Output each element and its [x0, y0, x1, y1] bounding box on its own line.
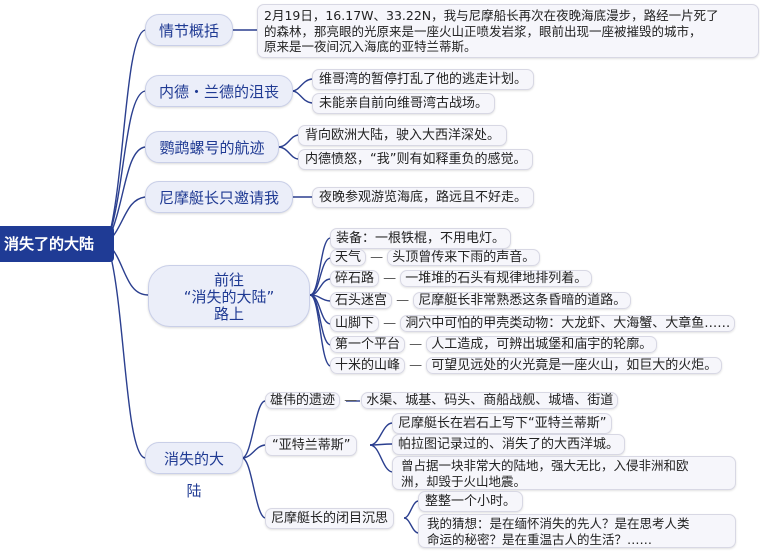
- branch-plot-summary: 情节概括: [145, 14, 233, 46]
- wire-root-nautilus: [107, 146, 146, 241]
- remains-value: 水渠、城基、码头、商船战舰、城墙、街道: [361, 392, 619, 409]
- dash-separator: —: [370, 250, 388, 265]
- plot-line-3: 原来是一夜间沉入海底的亚特兰蒂斯。: [264, 39, 477, 54]
- branch-lost-continent: 消失的大陆: [145, 442, 243, 500]
- atlantis-item-2: 帕拉图记录过的、消失了的大西洋城。: [392, 434, 626, 455]
- journey-foot-key: 山脚下: [330, 315, 380, 332]
- ned-item-1: 维哥湾的暂停打乱了他的逃走计划。: [312, 69, 535, 90]
- journey-first-platform: 第一个平台 — 人工造成，可辨出城堡和庙宇的轮廓。: [330, 335, 658, 354]
- journey-mountain-foot: 山脚下 — 洞穴中可怕的甲壳类动物：大龙虾、大海蟹、大章鱼……: [330, 314, 736, 333]
- meditation-label: 尼摩艇长的闭目沉思: [265, 508, 395, 529]
- journey-gravel-key: 碎石路: [330, 270, 380, 287]
- meditation-item-2: 我的猜想：是在缅怀消失的先人？是在思考人类 命运的秘密？是在重温古人的生活？……: [418, 514, 736, 548]
- remains-label: 雄伟的遗迹: [265, 392, 341, 409]
- plot-summary-text: 2月19日，16.17W、33.22N，我与尼摩船长再次在夜晚海底漫步，路经一片…: [257, 4, 759, 58]
- journey-equipment: 装备：一根铁棍，不用电灯。: [330, 228, 512, 249]
- dash-separator: —: [396, 293, 414, 308]
- branch-journey: 前往 “消失的大陆” 路上: [148, 265, 310, 327]
- journey-weather-value: 头顶曾传来下雨的声音。: [387, 249, 541, 266]
- branch-nautilus-track: 鹦鹉螺号的航迹: [145, 131, 279, 163]
- continent-remains: 雄伟的遗迹 — 水渠、城基、码头、商船战舰、城墙、街道: [265, 391, 619, 410]
- meditation-item-1: 整整一个小时。: [418, 491, 524, 512]
- plot-line-1: 2月19日，16.17W、33.22N，我与尼摩船长再次在夜晚海底漫步，路经一片…: [264, 8, 719, 23]
- atlantis-label: “亚特兰蒂斯”: [265, 435, 358, 456]
- branch-nemo-invite: 尼摩艇长只邀请我: [145, 181, 293, 213]
- journey-gravel-value: 一堆堆的石头有规律地排列着。: [400, 270, 593, 287]
- journey-label-line-2: “消失的大陆”: [183, 288, 275, 306]
- root-node: 消失了的大陆: [0, 226, 114, 262]
- journey-label-line-1: 前往: [213, 271, 244, 289]
- journey-peak-key: 十米的山峰: [330, 357, 406, 374]
- journey-ten-meter-peak: 十米的山峰 — 可望见远处的火光竟是一座火山，如巨大的火炬。: [330, 356, 723, 375]
- journey-label-line-3: 路上: [213, 305, 244, 323]
- plot-line-2: 的森林，那亮眼的光原来是一座火山正喷发岩浆，眼前出现一座被摧毁的城市，: [264, 23, 702, 39]
- journey-platform-value: 人工造成，可辨出城堡和庙宇的轮廓。: [426, 336, 658, 353]
- nautilus-item-1: 背向欧洲大陆，驶入大西洋深处。: [298, 125, 508, 146]
- atlantis-item-1: 尼摩艇长在岩石上写下“亚特兰蒂斯”: [392, 413, 613, 434]
- nautilus-item-2: 内德愤怒，“我”则有如释重负的感觉。: [298, 149, 534, 170]
- meditation-item-2-line-1: 我的猜想：是在缅怀消失的先人？是在思考人类: [427, 516, 690, 531]
- journey-maze-value: 尼摩艇长非常熟悉这条昏暗的道路。: [413, 292, 632, 309]
- journey-stone-maze: 石头迷宫 — 尼摩艇长非常熟悉这条昏暗的道路。: [330, 291, 632, 310]
- journey-platform-key: 第一个平台: [330, 336, 406, 353]
- dash-separator: —: [409, 358, 427, 373]
- journey-weather: 天气 — 头顶曾传来下雨的声音。: [330, 248, 541, 267]
- ned-item-2: 未能亲自前向维哥湾古战场。: [312, 93, 496, 114]
- journey-foot-value: 洞穴中可怕的甲壳类动物：大龙虾、大海蟹、大章鱼……: [400, 315, 736, 332]
- wire-root-continent: [107, 245, 146, 459]
- invite-item-1: 夜晚参观游览海底，路远且不好走。: [312, 187, 535, 208]
- journey-peak-value: 可望见远处的火光竟是一座火山，如巨大的火炬。: [426, 357, 723, 374]
- journey-weather-key: 天气: [330, 249, 367, 266]
- wire-root-plot: [107, 29, 146, 241]
- meditation-item-2-line-2: 命运的秘密？是在重温古人的生活？……: [427, 531, 653, 547]
- journey-gravel-road: 碎石路 — 一堆堆的石头有规律地排列着。: [330, 269, 593, 288]
- dash-separator: —: [409, 337, 427, 352]
- dash-separator: —: [344, 393, 362, 408]
- atlantis-item-3-line-1: 曾占据一块非常大的陆地，强大无比，入侵非洲和欧: [401, 458, 689, 473]
- journey-maze-key: 石头迷宫: [330, 292, 393, 309]
- dash-separator: —: [383, 316, 401, 331]
- dash-separator: —: [383, 271, 401, 286]
- branch-ned-land: 内德・兰德的沮丧: [145, 75, 293, 107]
- wire-root-ned: [107, 90, 146, 241]
- atlantis-item-3-line-2: 洲，却毁于火山地震。: [401, 473, 527, 489]
- atlantis-item-3: 曾占据一块非常大的陆地，强大无比，入侵非洲和欧 洲，却毁于火山地震。: [392, 456, 736, 490]
